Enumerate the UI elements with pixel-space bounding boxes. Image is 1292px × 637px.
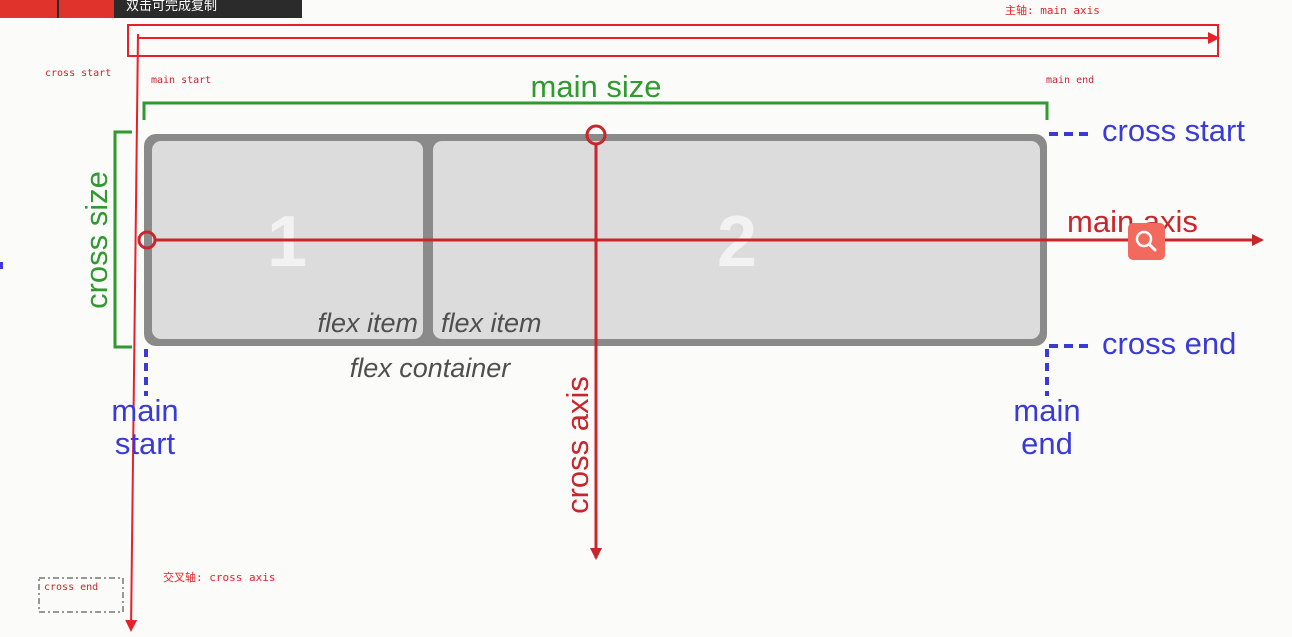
cross-axis-cn-label: 交叉轴: cross axis	[163, 570, 275, 584]
tooltip-text: 双击可完成复制	[126, 0, 218, 14]
main-axis-cn-label: 主轴: main axis	[1005, 3, 1100, 17]
main-end-small-label: main end	[1046, 75, 1094, 86]
cross-end-small-label: cross end	[44, 582, 98, 593]
main-start-small-label: main start	[151, 75, 211, 86]
zoom-button[interactable]	[1128, 223, 1165, 260]
main-end-label-line1: main	[1013, 393, 1080, 428]
tooltip-red-block	[0, 0, 57, 18]
main-size-bracket	[142, 101, 1049, 120]
main-axis-annotation-box	[127, 24, 1219, 57]
main-start-label-line1: main	[111, 393, 178, 428]
main-size-label: main size	[531, 69, 662, 104]
cross-axis-annotation-arrow	[125, 33, 139, 632]
left-edge-mark	[0, 262, 3, 269]
cross-size-label: cross size	[79, 171, 114, 309]
cross-end-label: cross end	[1102, 326, 1236, 361]
flex-item-1-number: 1	[267, 202, 307, 282]
flex-item-2-label: flex item	[441, 308, 542, 338]
cross-start-label: cross start	[1102, 113, 1245, 148]
main-end-label-line2: end	[1021, 426, 1073, 461]
tooltip-red-block	[59, 0, 114, 18]
flex-item-1-label: flex item	[317, 308, 418, 338]
cross-size-bracket	[113, 130, 132, 349]
main-start-label-line2: start	[115, 426, 176, 461]
cross-axis-label: cross axis	[560, 376, 595, 514]
flex-item-2-number: 2	[717, 202, 757, 282]
search-icon	[1135, 230, 1157, 252]
cross-start-origin	[585, 124, 607, 146]
cross-end-dashed-box	[38, 577, 124, 613]
flex-container-label: flex container	[350, 353, 512, 383]
copy-tooltip: 双击可完成复制	[0, 0, 302, 18]
cross-start-small-label: cross start	[45, 68, 111, 79]
main-start-origin	[137, 230, 157, 250]
